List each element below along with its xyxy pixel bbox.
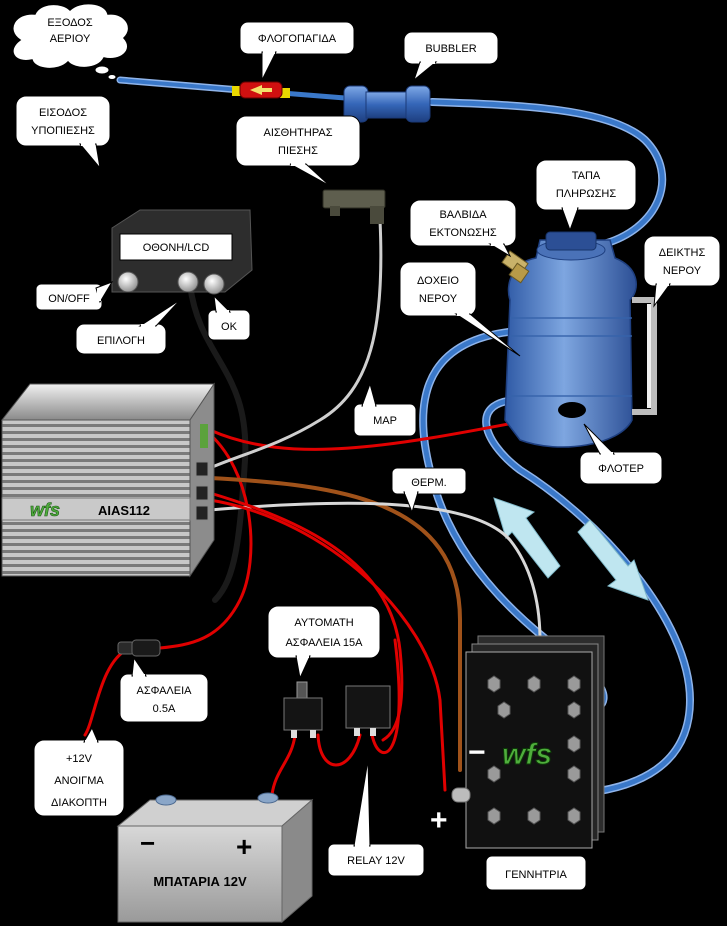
display-label: ΟΘΟΝΗ/LCD — [143, 242, 210, 254]
gas-outlet-label-2: ΑΕΡΙΟΥ — [50, 33, 91, 45]
pressure-sensor-icon — [322, 189, 386, 224]
bubbler-icon — [343, 85, 431, 123]
generator-negative-wire — [208, 476, 462, 772]
water-level-label-1: ΔΕΙΚΤΗΣ — [659, 247, 706, 259]
battery-plus-sign: + — [236, 831, 252, 862]
float-callout: ΦΛΟΤΕΡ — [579, 423, 663, 485]
generator-callout: ΓΕΝΝΗΤΡΙΑ — [485, 855, 587, 891]
water-level-callout: ΔΕΙΚΤΗΣ ΝΕΡΟΥ — [643, 235, 721, 308]
float-sensor-icon — [558, 402, 586, 418]
ok-label: OK — [221, 321, 238, 333]
pressure-sensor-label-1: ΑΙΣΘΗΤΗΡΑΣ — [263, 127, 332, 139]
on-off-callout: ON/OFF — [35, 281, 114, 311]
battery-label: ΜΠΑΤΑΡΙΑ 12V — [153, 874, 247, 889]
pressure-sensor-callout: ΑΙΣΘΗΤΗΡΑΣ ΠΙΕΣΗΣ — [235, 115, 361, 187]
battery-icon: − + ΜΠΑΤΑΡΙΑ 12V — [116, 792, 314, 924]
fuse-callout: ΑΣΦΑΛΕΙΑ 0.5A — [119, 656, 209, 723]
water-level-label-2: ΝΕΡΟΥ — [663, 265, 702, 277]
water-tank-icon — [501, 231, 657, 448]
fill-cap-label-2: ΠΛΗΡΩΣΗΣ — [556, 188, 617, 200]
battery-minus-sign: − — [140, 828, 155, 858]
fuse-label-2: 0.5A — [153, 703, 176, 715]
relief-valve-icon — [501, 250, 530, 284]
temp-label: ΘΕΡΜ. — [411, 477, 446, 489]
switch-label-1: +12V — [66, 753, 93, 765]
relay-return-wire — [370, 638, 401, 754]
temp-callout: ΘΕΡΜ. — [391, 467, 467, 514]
switch-label-2: ΑΝΟΙΓΜΑ — [54, 775, 104, 787]
map-label: MAP — [373, 415, 397, 427]
controller-unit-icon: wfs AIAS112 — [0, 382, 215, 578]
generator-label: ΓΕΝΝΗΤΡΙΑ — [505, 869, 567, 881]
breaker-label-1: ΑΥΤΟΜΑΤΗ — [294, 617, 353, 629]
hose-group — [116, 76, 695, 799]
vacuum-inlet-label-1: ΕΙΣΟΔΟΣ — [39, 107, 87, 119]
controller-model: AIAS112 — [98, 503, 150, 518]
fuse-feed-wire — [158, 428, 253, 650]
on-off-label: ON/OFF — [48, 293, 90, 305]
water-tank-callout: ΔΟΧΕΙΟ ΝΕΡΟΥ — [399, 261, 521, 357]
map-callout: MAP — [353, 382, 417, 437]
relay-icon — [345, 685, 391, 736]
breaker-label-2: ΑΣΦΑΛΕΙΑ 15Α — [285, 637, 363, 649]
relief-valve-label-2: ΕΚΤΟΝΩΣΗΣ — [429, 227, 497, 239]
generator-minus-sign: − — [468, 736, 486, 769]
breaker-relay-wire — [316, 733, 362, 767]
water-tank-label-2: ΝΕΡΟΥ — [419, 293, 458, 305]
map-wire — [208, 218, 383, 470]
flame-arrestor-callout: ΦΛΟΓΟΠΑΓΙΔΑ — [239, 21, 355, 81]
on-off-knob-icon[interactable] — [117, 271, 139, 293]
vacuum-inlet-callout: ΕΙΣΟΔΟΣ ΥΠΟΠΙΕΣΗΣ — [15, 95, 111, 170]
water-tank-label-1: ΔΟΧΕΙΟ — [417, 275, 459, 287]
select-label: ΕΠΙΛΟΓΗ — [97, 335, 145, 347]
display-signal-wire — [187, 282, 249, 603]
relief-valve-callout: ΒΑΛΒΙΔΑ ΕΚΤΟΝΩΣΗΣ — [409, 199, 517, 258]
switch-label-3: ΔΙΑΚΟΠΤΗ — [51, 797, 107, 809]
pressure-sensor-label-2: ΠΙΕΣΗΣ — [278, 145, 318, 157]
gas-outlet-callout: ΕΞΟΔΟΣ ΑΕΡΙΟΥ — [12, 2, 130, 80]
select-knob-icon[interactable] — [177, 271, 199, 293]
fill-cap-callout: ΤΑΠΑ ΠΛΗΡΩΣΗΣ — [535, 159, 637, 232]
float-label: ΦΛΟΤΕΡ — [598, 463, 644, 475]
relief-valve-label-1: ΒΑΛΒΙΔΑ — [439, 209, 487, 221]
battery-positive-wire — [270, 733, 297, 797]
circuit-breaker-icon — [283, 681, 323, 738]
breaker-callout: ΑΥΤΟΜΑΤΗ ΑΣΦΑΛΕΙΑ 15Α — [267, 605, 381, 680]
wiring — [83, 218, 574, 797]
bubbler-callout: BUBBLER — [403, 31, 499, 82]
relay-label: RELAY 12V — [347, 855, 405, 867]
flame-arrestor-label: ΦΛΟΓΟΠΑΓΙΔΑ — [258, 33, 337, 45]
flow-arrow-icon — [493, 497, 649, 601]
vacuum-inlet-label-2: ΥΠΟΠΙΕΣΗΣ — [31, 125, 95, 137]
bubbler-label: BUBBLER — [425, 43, 476, 55]
fuse-label-1: ΑΣΦΑΛΕΙΑ — [136, 685, 192, 697]
temp-sensor-wire — [208, 501, 542, 642]
generator-brand: wfs — [502, 738, 552, 771]
thought-cloud-icon — [12, 2, 130, 70]
select-callout: ΕΠΙΛΟΓΗ — [75, 299, 181, 355]
relay-callout: RELAY 12V — [327, 759, 425, 877]
fill-cap-label-1: ΤΑΠΑ — [572, 170, 601, 182]
display-unit-icon: ΟΘΟΝΗ/LCD — [111, 209, 253, 295]
switch-callout: +12V ΑΝΟΙΓΜΑ ΔΙΑΚΟΠΤΗ — [33, 726, 125, 817]
gas-outlet-label-1: ΕΞΟΔΟΣ — [47, 17, 92, 29]
controller-brand: wfs — [30, 500, 60, 520]
level-gauge — [632, 297, 657, 415]
generator-icon: wfs − + — [430, 635, 605, 849]
flame-arrestor-icon — [232, 81, 290, 99]
inline-fuse-icon — [117, 639, 161, 657]
ok-callout: OK — [207, 294, 251, 341]
arrestor-to-bubbler-hose — [279, 90, 348, 101]
relay-output-wire — [208, 498, 447, 792]
generator-plus-sign: + — [430, 804, 448, 837]
ok-knob-icon[interactable] — [203, 273, 225, 295]
